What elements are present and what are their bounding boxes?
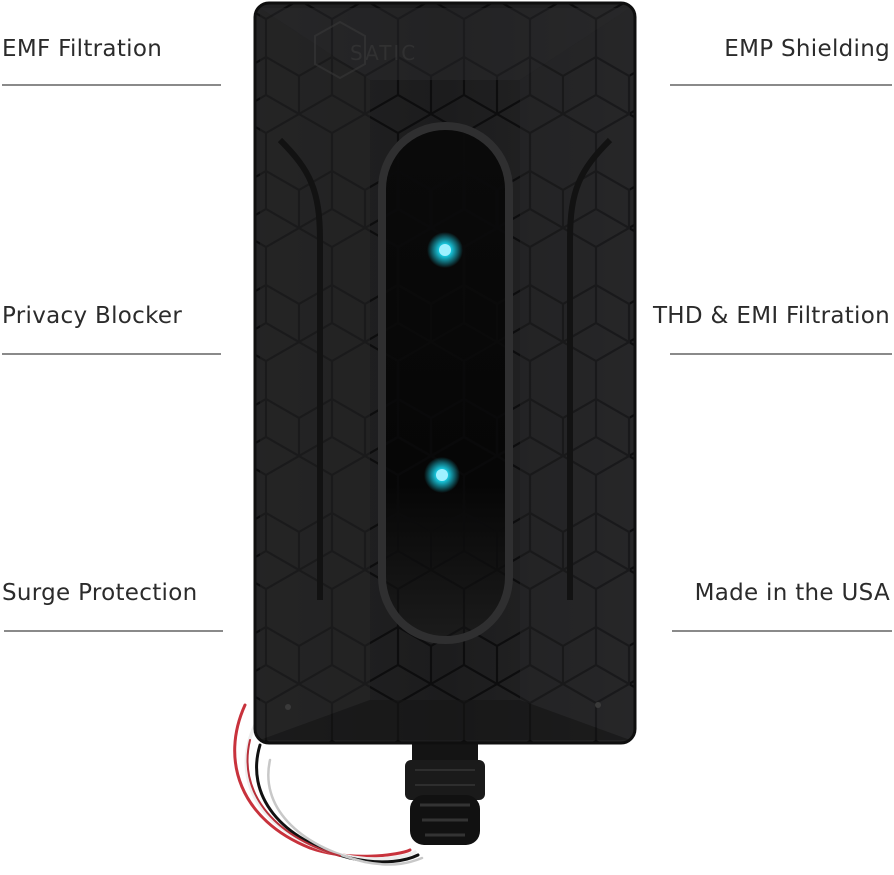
- power-wires: [233, 703, 424, 866]
- screw-icon: [285, 704, 291, 710]
- feature-surge-protection: Surge Protection: [2, 580, 198, 606]
- screw-icon: [595, 702, 601, 708]
- feature-emf-filtration: EMF Filtration: [2, 36, 163, 62]
- svg-text:SATIC: SATIC: [350, 41, 417, 65]
- divider-line: [4, 630, 223, 632]
- divider-line: [2, 353, 221, 355]
- status-led-top: [427, 232, 463, 268]
- divider-line: [670, 353, 892, 355]
- feature-thd-emi-filtration: THD & EMI Filtration: [652, 303, 890, 329]
- surge-protector-device-image: SATIC: [233, 1, 637, 866]
- cable-gland: [405, 735, 485, 845]
- feature-privacy-blocker: Privacy Blocker: [2, 303, 183, 329]
- divider-line: [670, 84, 892, 86]
- feature-made-in-usa: Made in the USA: [694, 580, 890, 606]
- satic-logo: SATIC: [314, 20, 417, 80]
- divider-line: [672, 630, 892, 632]
- status-led-bottom: [424, 457, 460, 493]
- indicator-window: [378, 122, 513, 644]
- divider-line: [2, 84, 221, 86]
- feature-emp-shielding: EMP Shielding: [724, 36, 890, 62]
